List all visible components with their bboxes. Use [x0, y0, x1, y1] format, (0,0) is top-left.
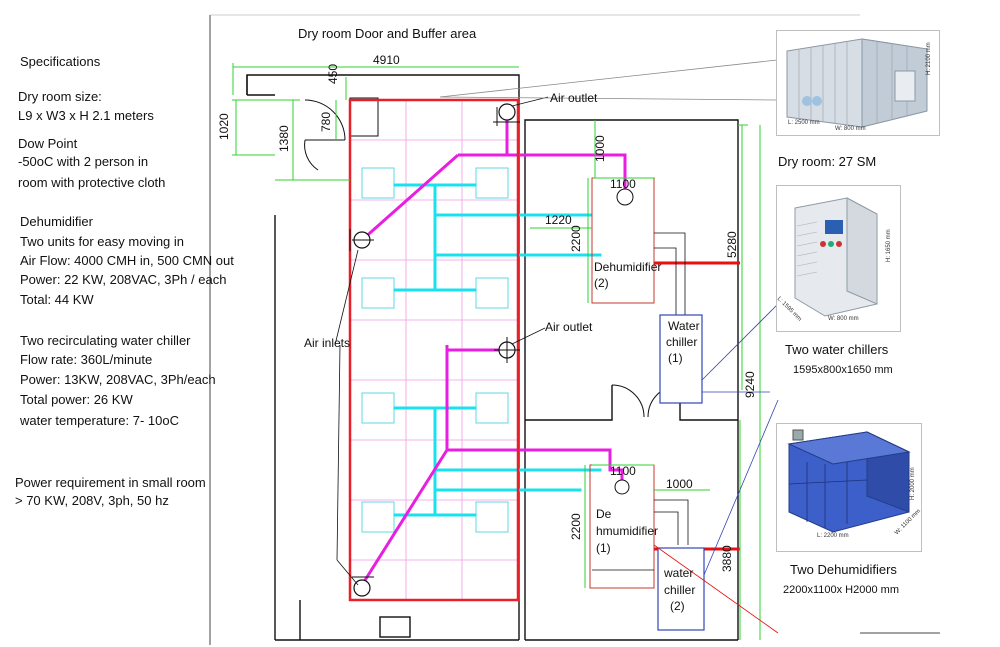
- spec-dehum-line3: Power: 22 KW, 208VAC, 3Ph / each: [20, 272, 227, 287]
- air-inlets-leader-b: [336, 559, 359, 586]
- door-swing-small: [304, 139, 319, 171]
- dehumidifier-1-label-b: hmumidifier: [596, 524, 659, 538]
- dry-room-dim-w: W: 800 mm: [835, 126, 866, 132]
- dry-room-dim-h: H: 2100 mm: [926, 42, 932, 75]
- spec-chiller-line3: Total power: 26 KW: [20, 392, 133, 407]
- photo-connector-dryroom: [439, 59, 778, 98]
- spec-dew-line2: room with protective cloth: [18, 175, 166, 190]
- water-chiller-1-label-b: chiller: [666, 335, 698, 349]
- air-outlet-1-leader: [511, 96, 549, 107]
- water-chiller-1-label-a: Water: [668, 319, 700, 333]
- buffer-cabinet: [349, 97, 379, 137]
- buffer-door-swing: [304, 99, 346, 141]
- spec-heading: Specifications: [20, 54, 101, 69]
- spec-power-line1: > 70 KW, 208V, 3ph, 50 hz: [15, 493, 169, 508]
- air-outlet-2: [494, 337, 520, 363]
- dim-1020: 1020: [217, 113, 231, 140]
- water-chiller-caption: Two water chillers: [785, 342, 889, 357]
- dim-1100-b: 1100: [610, 464, 636, 478]
- spec-dew-line1: -50oC with 2 person in: [18, 154, 149, 169]
- spec-size-title: Dry room size:: [18, 89, 102, 104]
- spec-size-value: L9 x W3 x H 2.1 meters: [18, 108, 154, 123]
- spec-chiller-line2: Power: 13KW, 208VAC, 3Ph/each: [20, 372, 216, 387]
- dehumidifier-1-label-a: De: [596, 507, 612, 521]
- air-inlets-leader-c: [334, 249, 359, 346]
- dim-5280: 5280: [725, 231, 739, 258]
- equip-door-swing-a: [611, 384, 645, 418]
- water-chiller-dims: 1595x800x1650 mm: [793, 364, 893, 376]
- dimension-lines: [232, 63, 761, 640]
- air-outlet-2-label: Air outlet: [545, 320, 593, 334]
- water-chiller-1-box: [659, 314, 703, 404]
- chiller-dim-h: H: 1650 mm: [886, 229, 892, 262]
- water-chiller-photo: [776, 185, 901, 332]
- photo-connector-dehum: [653, 544, 779, 634]
- spec-chiller-title: Two recirculating water chiller: [20, 333, 191, 348]
- dehumidifier-photo: [776, 423, 922, 552]
- air-inlet-2: [352, 576, 374, 597]
- dehumidifier-1-port: [614, 479, 630, 495]
- dehumidifier-2-port: [616, 188, 634, 206]
- air-outlet-1-label: Air outlet: [550, 91, 598, 105]
- dim-450: 450: [326, 63, 340, 84]
- air-outlet-2-leader: [511, 327, 546, 345]
- dim-2200-a: 2200: [569, 225, 583, 252]
- dim-1000: 1000: [593, 135, 607, 162]
- dehumidifier-dims: 2200x1100x H2000 mm: [783, 584, 899, 596]
- dry-room-photo: [776, 30, 940, 136]
- water-chiller-2-label-a: water: [664, 566, 694, 580]
- dehumidifier-2-number: (2): [594, 276, 609, 290]
- building-walls: [246, 74, 739, 641]
- photo-connector-dryroom-b: [439, 96, 778, 101]
- dry-room-dim-l: L: 2500 mm: [788, 120, 820, 126]
- air-inlets-label: Air inlets: [304, 336, 351, 350]
- spec-dew-title: Dow Point: [18, 136, 78, 151]
- dry-room-illustration: [786, 38, 928, 128]
- air-outlet-1: [493, 103, 520, 126]
- spec-chiller-line4: water temperature: 7- 10oC: [20, 413, 179, 428]
- dim-1100-a: 1100: [610, 177, 636, 191]
- dim-3880: 3880: [720, 545, 734, 572]
- spec-power-title: Power requirement in small room: [15, 475, 206, 490]
- spec-dehum-line4: Total: 44 KW: [20, 292, 94, 307]
- dim-4910: 4910: [373, 53, 400, 67]
- water-chiller-illustration: [794, 197, 878, 317]
- water-chiller-2-box: [657, 547, 705, 631]
- chiller-dim-w: W: 800 mm: [828, 316, 859, 322]
- water-chiller-2-number: (2): [670, 599, 685, 613]
- dim-2200-b: 2200: [569, 513, 583, 540]
- dehumidifier-illustration: [787, 429, 911, 533]
- plan-title: Dry room Door and Buffer area: [298, 26, 477, 41]
- return-air-ducts: [360, 112, 627, 586]
- dry-room-caption: Dry room: 27 SM: [778, 154, 877, 169]
- photo-connector-chiller-a: [701, 299, 783, 381]
- dim-780: 780: [319, 111, 333, 132]
- water-chiller-1-number: (1): [668, 351, 683, 365]
- air-inlets-leader-a: [336, 344, 341, 561]
- dehumidifier-caption: Two Dehumidifiers: [790, 562, 897, 577]
- dim-9240: 9240: [743, 371, 757, 398]
- spec-dehum-line2: Air Flow: 4000 CMH in, 500 CMN out: [20, 253, 234, 268]
- dim-1220: 1220: [545, 213, 572, 227]
- dehum-dim-l: L: 2200 mm: [817, 533, 849, 539]
- spec-chiller-line1: Flow rate: 360L/minute: [20, 352, 153, 367]
- dim-1380: 1380: [277, 125, 291, 152]
- air-inlet-1: [349, 229, 374, 251]
- spec-dehum-line1: Two units for easy moving in: [20, 234, 185, 249]
- dim-1000-b: 1000: [666, 477, 693, 491]
- dehumidifier-1-number: (1): [596, 541, 611, 555]
- water-chiller-2-label-b: chiller: [664, 583, 696, 597]
- spec-dehum-title: Dehumidifier: [20, 214, 93, 229]
- dehumidifier-2-label: Dehumidifier: [594, 260, 662, 274]
- photo-connector-chiller-c: [703, 399, 779, 576]
- dehum-dim-h: H: 2000 mm: [910, 467, 916, 500]
